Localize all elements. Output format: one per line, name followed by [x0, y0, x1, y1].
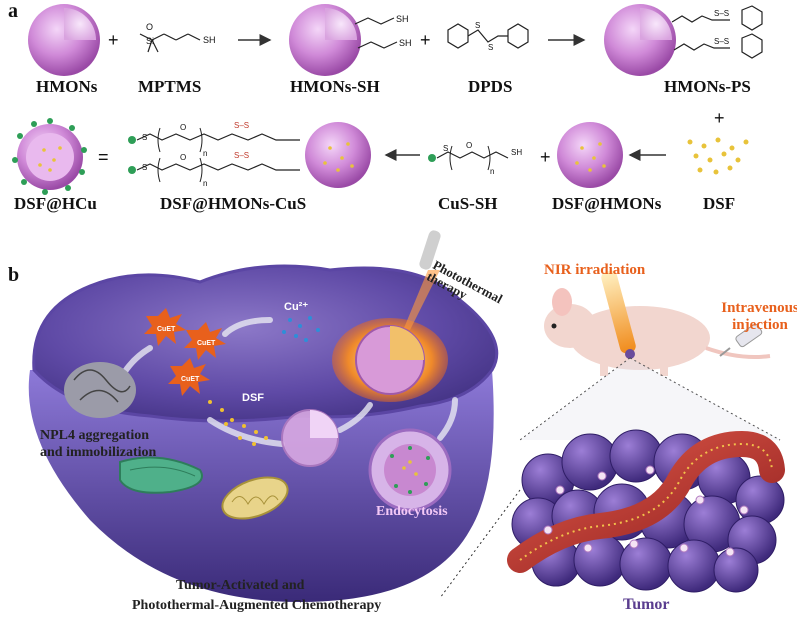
svg-text:S–S: S–S: [714, 37, 729, 46]
mouse: [544, 288, 771, 376]
svg-text:n: n: [490, 167, 494, 176]
dsf-hmons-cus-linkers: [128, 122, 371, 188]
svg-text:O: O: [180, 153, 186, 162]
cuet-burst-1: [144, 308, 186, 346]
label-dsf: DSF: [703, 194, 736, 213]
svg-text:S: S: [142, 133, 147, 142]
svg-text:Si: Si: [146, 36, 154, 46]
hmons-sh-particle: [289, 4, 398, 76]
nir-fiber: [601, 270, 636, 359]
dsf-stream: [208, 400, 268, 446]
photothermal-particle: [332, 318, 448, 402]
label-tumor-activated: Tumor-Activated and: [176, 578, 305, 593]
svg-text:+: +: [714, 108, 725, 128]
mitochondrion: [221, 476, 289, 520]
plus-sign: +: [108, 30, 119, 50]
svg-text:n: n: [203, 149, 207, 158]
svg-text:CuET: CuET: [157, 326, 176, 333]
svg-text:CuET: CuET: [181, 376, 200, 383]
hmons-particle: [28, 4, 100, 76]
label-dsf-cell: DSF: [242, 392, 264, 404]
svg-text:S–S: S–S: [714, 9, 729, 18]
dsf-dots: [687, 137, 749, 175]
svg-text:+: +: [420, 30, 431, 50]
svg-text:SH: SH: [511, 148, 522, 157]
dsf-hcu-particle: [12, 118, 87, 195]
label-npl4: NPL4 aggregation and immobilization: [40, 428, 157, 460]
label-cus-sh: CuS-SH: [438, 194, 498, 213]
endocytosis-vesicle: [368, 428, 452, 512]
svg-text:n: n: [203, 179, 207, 188]
cus-sh-structure: [428, 145, 509, 171]
panel-b-illustration: CuET CuET CuET: [28, 230, 785, 602]
label-dpds: DPDS: [468, 77, 513, 96]
svg-text:SH: SH: [396, 14, 409, 24]
svg-text:O: O: [466, 141, 472, 150]
cu-ions: [282, 316, 320, 342]
svg-text:S: S: [475, 21, 480, 30]
svg-text:S: S: [443, 144, 448, 153]
zoom-lines: [439, 357, 781, 599]
label-dsf-hcu: DSF@HCu: [14, 194, 97, 213]
svg-text:O: O: [180, 123, 186, 132]
svg-text:S–S: S–S: [234, 121, 249, 130]
panel-b-letter: b: [8, 264, 20, 286]
label-tumor: Tumor: [623, 596, 670, 613]
dpds-structure: [447, 23, 529, 49]
cuet-burst-3: [168, 358, 210, 396]
label-hmons-ps: HMONs-PS: [664, 77, 751, 96]
svg-text:=: =: [98, 147, 109, 167]
panel-a-letter: a: [8, 0, 18, 22]
label-photothermal-augmented: Photothermal-Augmented Chemotherapy: [132, 598, 382, 613]
dsf-hmons-particle: [557, 122, 623, 188]
label-dsf-hmons: DSF@HMONs: [552, 194, 662, 213]
label-cu2: Cu²⁺: [284, 301, 309, 313]
tumor-mass: [507, 429, 785, 593]
svg-text:S: S: [488, 43, 493, 52]
label-nir-irradiation: NIR irradiation: [544, 262, 646, 278]
hmons-ps-particle: [604, 4, 763, 76]
label-hmons-sh: HMONs-SH: [290, 77, 380, 96]
svg-text:+: +: [540, 147, 551, 167]
syringe: [719, 323, 763, 357]
panel-a-scheme: + O Si SH SH SH + S S S–S S–S: [12, 4, 763, 195]
label-dsf-hmons-cus: DSF@HMONs-CuS: [160, 194, 307, 213]
label-hmons: HMONs: [36, 77, 98, 96]
svg-text:CuET: CuET: [197, 340, 216, 347]
label-mptms: MPTMS: [138, 77, 202, 96]
cuet-burst-2: [184, 322, 226, 360]
label-endocytosis: Endocytosis: [376, 504, 448, 519]
endoplasmic-reticulum: [119, 456, 203, 494]
mptms-structure: [139, 33, 201, 53]
svg-text:SH: SH: [399, 38, 412, 48]
degraded-particle: [281, 409, 339, 467]
svg-text:O: O: [146, 22, 153, 32]
svg-text:S–S: S–S: [234, 151, 249, 160]
svg-text:SH: SH: [203, 35, 216, 45]
label-intravenous-injection: Intravenous injection: [721, 300, 797, 333]
npl4-aggregate: [64, 362, 136, 418]
svg-text:S: S: [142, 163, 147, 172]
laser-fiber: [404, 230, 441, 330]
